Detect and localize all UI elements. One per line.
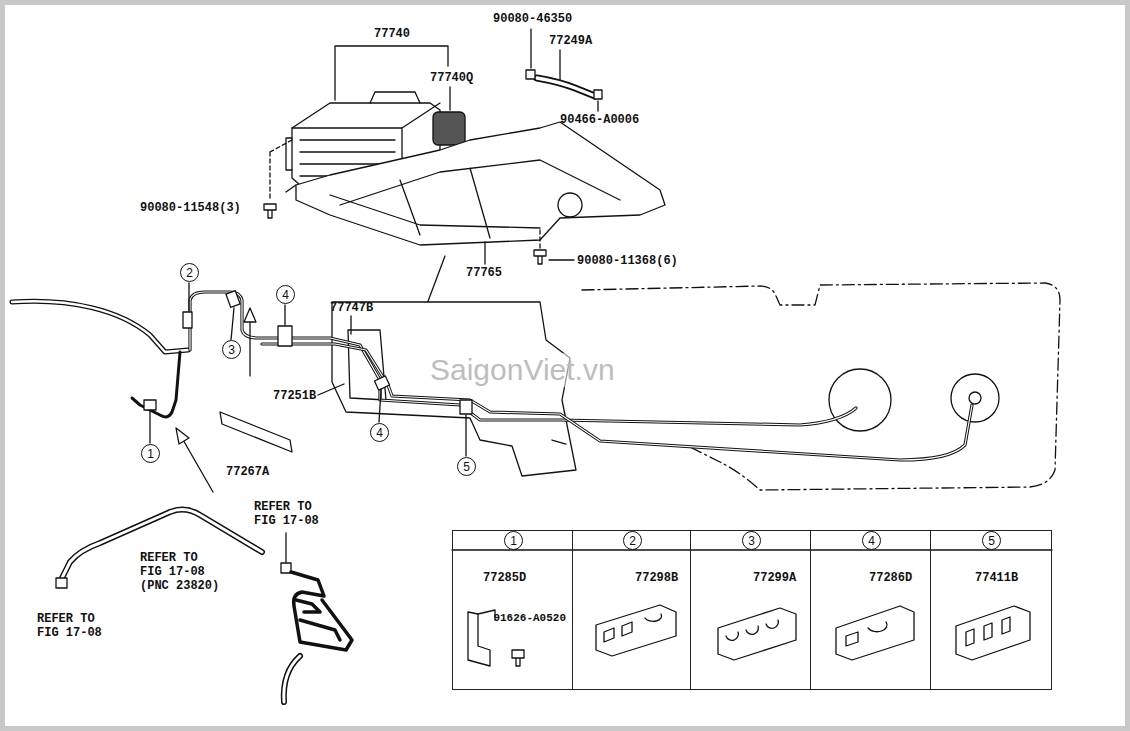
table-cell: 77411B 5 bbox=[930, 530, 1052, 690]
table-cell: 77299A 3 bbox=[690, 530, 811, 690]
callout-number: 3 bbox=[228, 344, 235, 356]
part-number: 77740 bbox=[374, 27, 410, 41]
part-number: 77765 bbox=[466, 266, 502, 280]
reference-note: REFER TO FIG 17-08 (PNC 23820) bbox=[140, 551, 226, 593]
callout-number: 4 bbox=[868, 535, 875, 547]
callout-circle: 3 bbox=[742, 531, 761, 550]
part-number: 77286D bbox=[869, 571, 912, 585]
table-cell: 77286D 4 bbox=[810, 530, 931, 690]
callout-circle: 5 bbox=[982, 531, 1001, 550]
callout-circle: 4 bbox=[862, 531, 881, 550]
reference-note: REFER TO FIG 17-08 bbox=[37, 612, 109, 640]
part-number: 77285D bbox=[483, 571, 526, 585]
part-number: 77411B bbox=[975, 571, 1018, 585]
part-number: 77740Q bbox=[430, 71, 473, 85]
watermark: SaigonViet.vn bbox=[430, 353, 615, 387]
part-number: 77249A bbox=[549, 34, 592, 48]
part-number: 90080-46350 bbox=[493, 12, 572, 26]
callout-number: 2 bbox=[186, 267, 193, 279]
part-number: 77298B bbox=[635, 571, 678, 585]
part-number: 77747B bbox=[330, 301, 373, 315]
callout-circle: 1 bbox=[504, 531, 523, 550]
part-number: 90080-11368(6) bbox=[577, 254, 678, 268]
table-cell: 77285D 91626-A0520 1 bbox=[452, 530, 573, 690]
part-number: 77267A bbox=[226, 465, 269, 479]
callout-circle: 4 bbox=[276, 285, 295, 304]
callout-circle: 1 bbox=[141, 444, 160, 463]
callout-circle: 2 bbox=[180, 263, 199, 282]
reference-note: REFER TO FIG 17-08 bbox=[254, 500, 326, 528]
callout-number: 3 bbox=[748, 535, 755, 547]
callout-number: 2 bbox=[629, 535, 636, 547]
part-number: 90466-A0006 bbox=[560, 113, 639, 127]
callout-number: 5 bbox=[463, 461, 470, 473]
part-number: 77251B bbox=[273, 389, 316, 403]
table-cell: 77298B 2 bbox=[572, 530, 691, 690]
callout-circle: 3 bbox=[222, 340, 241, 359]
callout-number: 5 bbox=[988, 535, 995, 547]
callout-number: 1 bbox=[147, 448, 154, 460]
part-number: 77299A bbox=[753, 571, 796, 585]
part-number: 91626-A0520 bbox=[493, 611, 566, 625]
callout-number: 4 bbox=[376, 427, 383, 439]
callout-circle: 2 bbox=[623, 531, 642, 550]
callout-circle: 5 bbox=[457, 457, 476, 476]
callout-circle: 4 bbox=[370, 423, 389, 442]
part-number: 90080-11548(3) bbox=[140, 201, 241, 215]
callout-number: 1 bbox=[510, 535, 517, 547]
callout-number: 4 bbox=[282, 289, 289, 301]
